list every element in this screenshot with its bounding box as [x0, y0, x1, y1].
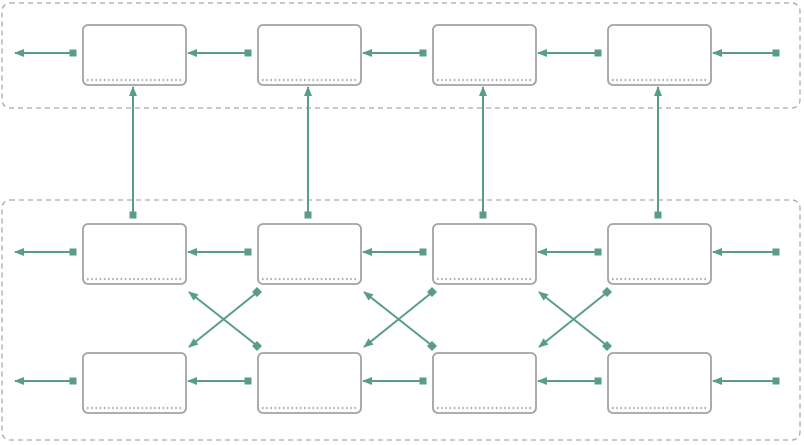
node-b2 [257, 352, 362, 414]
node-box [432, 352, 537, 414]
node-box [257, 24, 362, 86]
node-b1 [82, 352, 187, 414]
node-b3 [432, 352, 537, 414]
node-layer [82, 24, 712, 414]
edge-horizontal-m2-m1 [187, 248, 252, 256]
connector-layer [14, 49, 780, 385]
edge-cross-up-b3-m4 [538, 287, 612, 348]
edge-horizontal-b3-b2 [362, 377, 427, 385]
bottom-group [1, 199, 801, 441]
node-box [257, 352, 362, 414]
connector-line [188, 293, 256, 348]
node-box [607, 24, 712, 86]
connector-line [188, 291, 256, 345]
edge-cross-down-m1-b2 [188, 291, 262, 351]
node-m3 [432, 223, 537, 285]
edge-enter-right-ext-m4 [712, 248, 780, 256]
edge-vertical-m1-t1 [129, 86, 137, 219]
edge-exit-left-ext-m1 [14, 248, 77, 256]
connector-start-square [594, 377, 602, 385]
connector-start-square [772, 49, 780, 57]
node-box [257, 223, 362, 285]
edge-cross-up-b2-m3 [363, 287, 437, 348]
edge-vertical-m4-t4 [654, 86, 662, 219]
connector-line [363, 291, 431, 345]
node-t4 [607, 24, 712, 86]
edge-horizontal-m3-m2 [362, 248, 427, 256]
node-box [432, 223, 537, 285]
node-t1 [82, 24, 187, 86]
edge-exit-left-ext-b1 [14, 377, 77, 385]
edge-enter-right-ext-b4 [712, 377, 780, 385]
connector-start-square [419, 377, 427, 385]
edge-horizontal-b4-b3 [537, 377, 602, 385]
connector-start-square [69, 377, 77, 385]
node-t3 [432, 24, 537, 86]
edge-horizontal-t3-t2 [362, 49, 427, 57]
node-box [432, 24, 537, 86]
connector-start-square [772, 248, 780, 256]
connector-start-square [479, 211, 487, 219]
edge-vertical-m3-t3 [479, 86, 487, 219]
connector-start-square [419, 248, 427, 256]
node-b4 [607, 352, 712, 414]
connector-start-square [654, 211, 662, 219]
connector-start-square [419, 49, 427, 57]
edge-vertical-m2-t2 [304, 86, 312, 219]
node-m4 [607, 223, 712, 285]
connector-start-square [594, 248, 602, 256]
node-box [82, 24, 187, 86]
edge-cross-up-b1-m2 [188, 287, 262, 348]
node-m2 [257, 223, 362, 285]
node-m1 [82, 223, 187, 285]
connector-start-square [244, 49, 252, 57]
edge-enter-right-ext-t4 [712, 49, 780, 57]
connector-start-square [129, 211, 137, 219]
connector-line [363, 293, 431, 348]
edge-exit-left-ext-t1 [14, 49, 77, 57]
connector-start-square [244, 248, 252, 256]
node-box [607, 223, 712, 285]
edge-horizontal-b2-b1 [187, 377, 252, 385]
node-box [607, 352, 712, 414]
connector-start-square [594, 49, 602, 57]
node-t2 [257, 24, 362, 86]
connector-start-square [304, 211, 312, 219]
node-box [82, 223, 187, 285]
edge-horizontal-m4-m3 [537, 248, 602, 256]
connector-start-square [244, 377, 252, 385]
connector-line [538, 293, 606, 348]
edge-horizontal-t4-t3 [537, 49, 602, 57]
connector-line [538, 291, 606, 345]
connector-start-square [69, 248, 77, 256]
node-box [82, 352, 187, 414]
top-group [1, 2, 801, 109]
connector-start-square [772, 377, 780, 385]
edge-horizontal-t2-t1 [187, 49, 252, 57]
connector-start-square [69, 49, 77, 57]
edge-cross-down-m2-b3 [363, 291, 437, 351]
edge-cross-down-m3-b4 [538, 291, 612, 351]
